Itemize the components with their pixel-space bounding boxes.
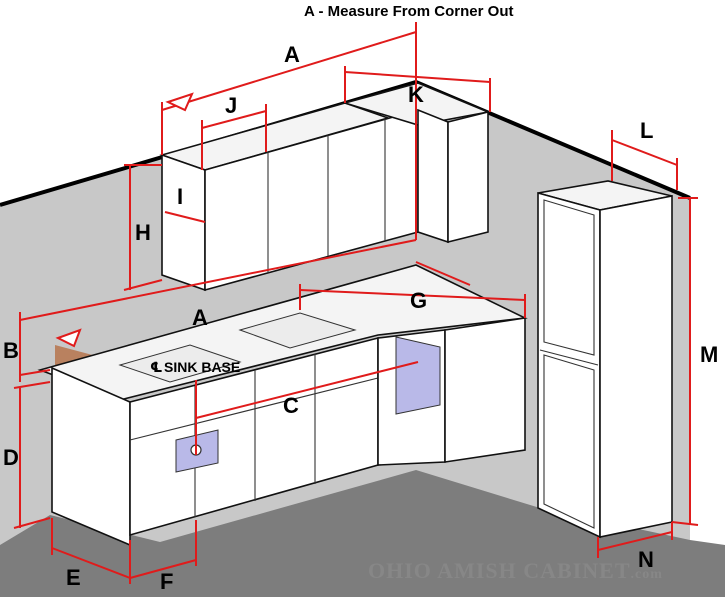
watermark-suffix: .com bbox=[631, 567, 663, 582]
label-f: F bbox=[160, 569, 173, 594]
dimension-line-a-lower bbox=[19, 239, 417, 321]
upper-corner-cabinet-front bbox=[417, 108, 449, 244]
label-g: G bbox=[410, 288, 427, 313]
label-n: N bbox=[638, 547, 654, 572]
pantry-upper-door bbox=[543, 199, 595, 356]
dimension-tick bbox=[123, 279, 163, 291]
pantry-door-divider bbox=[539, 349, 599, 366]
arrow-head bbox=[165, 92, 194, 112]
dimension-line-g-depth bbox=[415, 261, 471, 286]
label-b: B bbox=[3, 338, 19, 363]
dimension-line-k bbox=[344, 71, 491, 83]
label-a-lower: A bbox=[192, 305, 208, 330]
watermark-logo: OHIO AMISH CABINET.com bbox=[368, 558, 663, 583]
label-e: E bbox=[66, 565, 81, 590]
dimension-tick bbox=[671, 521, 699, 526]
pantry-side bbox=[537, 191, 601, 539]
label-j: J bbox=[225, 93, 237, 118]
upper-cabinet-side bbox=[161, 153, 206, 292]
watermark-main: OHIO AMISH CABINET bbox=[368, 558, 631, 583]
dimension-tick bbox=[13, 381, 51, 389]
floor bbox=[0, 470, 725, 597]
label-m: M bbox=[700, 342, 718, 367]
dimension-line-i bbox=[164, 211, 206, 223]
sink-bowl bbox=[238, 312, 357, 349]
label-l: L bbox=[640, 118, 653, 143]
label-k: K bbox=[408, 82, 424, 107]
base-drawer-line bbox=[129, 377, 379, 441]
label-i: I bbox=[177, 184, 183, 209]
dimension-line-e bbox=[51, 547, 131, 579]
dimension-line-l bbox=[611, 139, 678, 166]
pantry-lower-door bbox=[543, 354, 595, 529]
dimension-line-f bbox=[129, 559, 197, 579]
centerline-symbol: ℄ bbox=[150, 359, 163, 375]
dimension-tick bbox=[13, 517, 51, 529]
sink-base-label: SINK BASE bbox=[164, 359, 240, 375]
base-corner-cabinet-right bbox=[444, 317, 526, 463]
label-h: H bbox=[135, 220, 151, 245]
sink-bowl bbox=[118, 344, 242, 383]
dimension-line-j bbox=[201, 110, 267, 129]
dimension-line-n bbox=[597, 531, 673, 551]
label-d: D bbox=[3, 445, 19, 470]
arrow-head bbox=[55, 328, 82, 348]
label-c: C bbox=[283, 393, 299, 418]
corner-plumbing-box bbox=[395, 336, 441, 415]
pantry-front bbox=[599, 195, 673, 538]
label-a-upper: A bbox=[284, 42, 300, 67]
upper-corner-cabinet-right bbox=[447, 110, 489, 244]
dimension-line-c bbox=[195, 361, 419, 419]
dimension-line-g bbox=[299, 289, 526, 301]
dimension-line-a-upper bbox=[161, 31, 417, 111]
diagram-title: A - Measure From Corner Out bbox=[304, 3, 513, 20]
dimension-line-b-top bbox=[19, 369, 51, 376]
